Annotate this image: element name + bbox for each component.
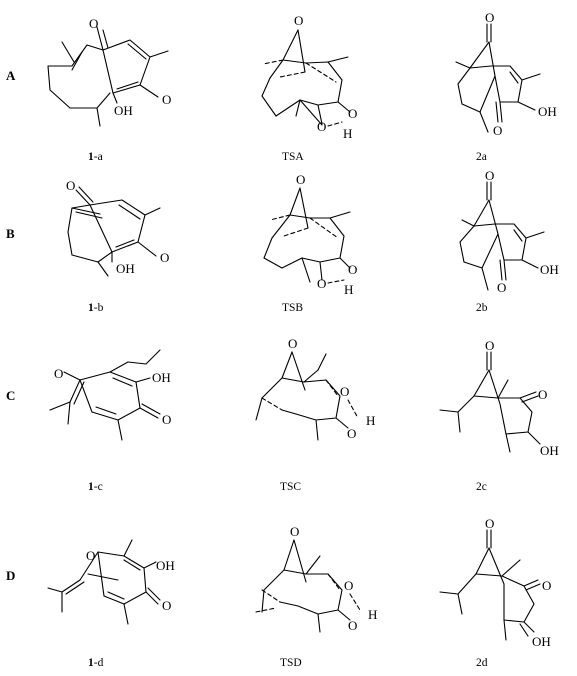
reactant-1d-atom-2: OH [156,558,175,573]
ts-c-atom-2: O [340,384,349,399]
reactant-1b-atom-3: OH [116,261,135,276]
caption-tsa: TSA [282,151,304,163]
product-2a-atom-1: O [485,10,494,25]
reactant-1b-atom-2: O [160,250,169,265]
caption-2d: 2d [476,657,488,669]
ts-c-atom-3: O [347,426,356,441]
ts-d-atom-1: O [290,524,299,539]
reactant-1a-structure [47,26,169,127]
ts-d-atom-3: O [348,618,357,633]
product-2c-atom-1: O [485,338,494,353]
row-label-c: C [6,388,15,403]
ts-b-atom-4: H [344,282,353,297]
product-2d-structure [439,529,541,641]
caption-tsc: TSC [280,481,301,493]
product-2b-atom-1: O [485,168,494,183]
row-a: A O O OH [6,10,557,163]
product-2b-atom-3: OH [540,262,559,277]
ts-a-atom-4: H [343,126,352,141]
reactant-1b-atom-1: O [66,178,75,193]
ts-d-structure [255,539,361,633]
reactant-1d-atom-3: O [162,598,171,613]
product-2c-atom-3: OH [540,443,559,458]
ts-a-atom-2: O [348,106,357,121]
row-c: C O OH O [6,336,559,493]
row-label-d: D [6,568,15,583]
caption-2c: 2c [476,481,487,493]
ts-c-structure [255,351,359,441]
product-2a-atom-3: OH [538,104,557,119]
row-b: B O O OH [6,168,559,314]
caption-1b: 1-b [88,302,104,314]
product-2a-atom-2: O [493,123,502,138]
product-2a-structure [455,23,541,133]
reactant-1c-structure [49,349,161,441]
product-2c-atom-2: O [538,387,547,402]
ts-a-structure [261,29,351,127]
product-2c-structure [439,351,541,453]
caption-2b: 2b [476,302,488,314]
ts-b-atom-2: O [348,262,357,277]
ts-d-atom-2: O [344,578,353,593]
reactant-1d-atom-1: O [86,548,95,563]
product-2d-atom-3: OH [532,634,551,649]
product-2b-atom-2: O [497,280,506,295]
reactant-1c-atom-2: OH [152,370,171,385]
ts-c-atom-1: O [288,336,297,351]
row-d: D O OH O [6,516,551,669]
ts-c-atom-4: H [366,413,375,428]
caption-tsb: TSB [282,302,303,314]
reactant-1d-structure [47,539,161,625]
ts-d-atom-4: H [368,607,377,622]
ts-b-atom-3: O [317,276,326,291]
caption-1a: 1-a [88,151,103,163]
ts-a-atom-3: O [317,119,326,134]
ts-b-structure [263,187,351,284]
product-2d-atom-2: O [542,578,551,593]
row-label-a: A [6,68,16,83]
reactant-1a-atom-1: O [89,16,98,31]
reactant-1c-atom-3: O [162,412,171,427]
ts-b-atom-1: O [296,172,305,187]
reactant-1a-atom-3: OH [114,103,133,118]
reactant-1a-atom-2: O [162,92,171,107]
reactant-1b-structure [67,186,161,277]
caption-2a: 2a [476,151,487,163]
product-2d-atom-1: O [485,516,494,531]
reactant-1c-atom-1: O [54,366,63,381]
caption-1d: 1-d [88,657,104,669]
caption-1c: 1-c [88,481,103,493]
row-label-b: B [6,226,15,241]
product-2b-structure [459,181,545,291]
ts-a-atom-1: O [294,13,303,28]
caption-tsd: TSD [280,657,302,669]
